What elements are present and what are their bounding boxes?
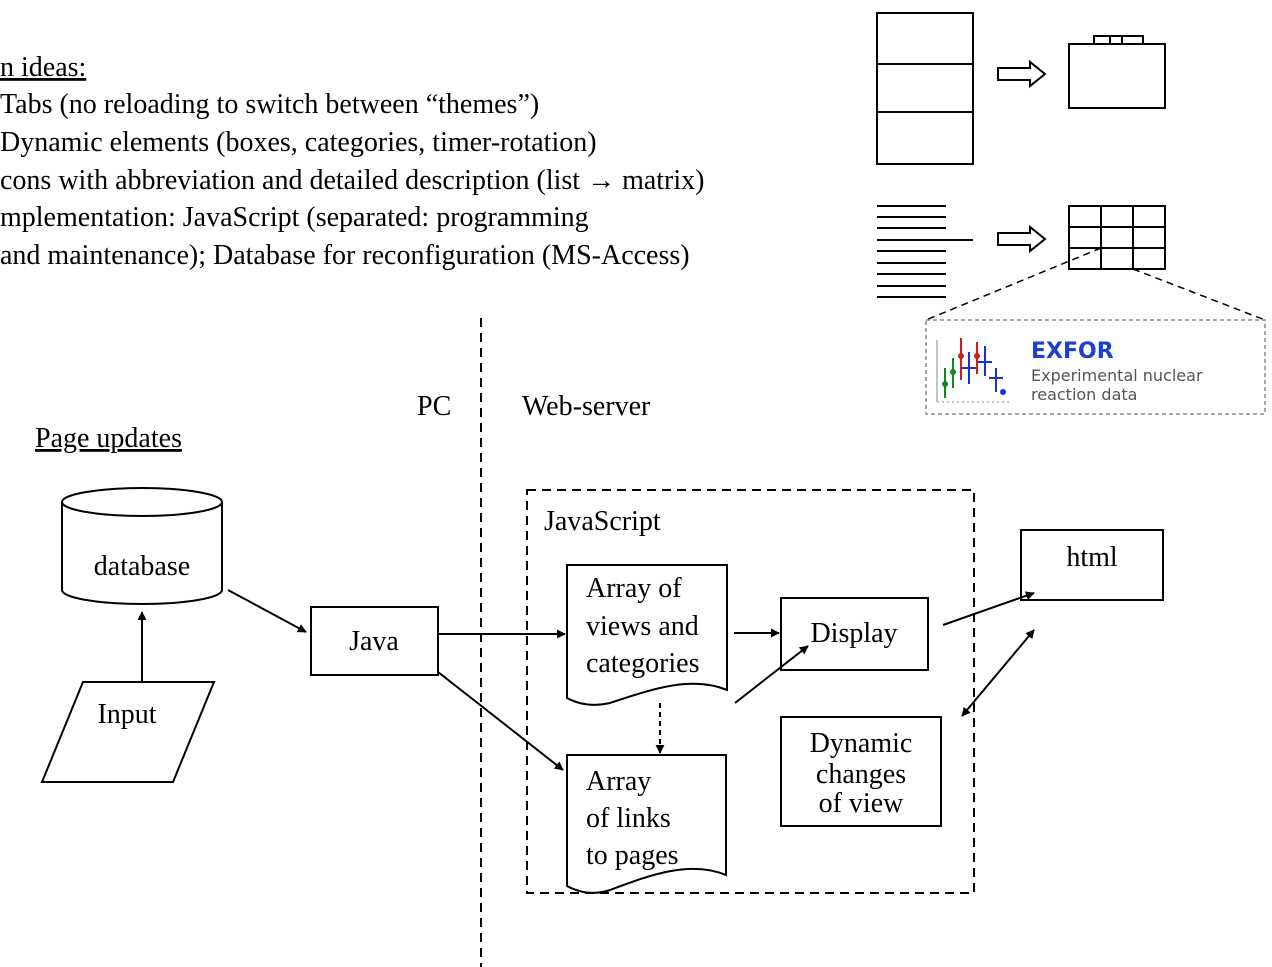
database-label: database [94,551,190,582]
idea-line: Tabs (no reloading to switch between “th… [0,89,539,120]
exfor-description: reaction data [1031,385,1137,404]
hollow-arrow-icon [997,224,1047,254]
idea-line: and maintenance); Database for reconfigu… [0,240,690,271]
input-label: Input [97,699,156,730]
zoom-line [1132,268,1266,321]
display-node: Display [780,597,929,671]
chart-thumbnail-icon [936,338,1012,403]
java-node: Java [310,606,439,676]
dynamic-line: of view [819,788,905,819]
arrow-java-to-array-links [437,671,564,771]
array-views-line: categories [586,648,700,679]
idea-line: cons with abbreviation and detailed desc… [0,165,704,196]
ideas-heading: n ideas: [0,52,86,83]
arrow-database-to-java [227,589,307,633]
html-node: html [1020,529,1164,601]
array-views-line: Array of [586,573,682,604]
arrow-display-to-html [942,591,1035,626]
arrow-array-links-to-display [734,645,809,704]
exfor-description: Experimental nuclear [1031,366,1203,385]
matrix-grid-sketch [1068,205,1166,270]
array-links-line: of links [586,803,671,834]
tabbed-folder-sketch [1068,35,1166,109]
array-links-line: Array [586,766,651,797]
array-links-node: Array of links to pages [566,754,727,894]
list-lines-sketch [877,205,973,298]
arrow-dynamic-html-bidirectional [961,629,1035,717]
javascript-label: JavaScript [544,506,661,537]
java-label: Java [349,626,399,657]
html-label: html [1066,542,1118,573]
stacked-boxes-sketch [876,12,974,165]
zone-label-web-server: Web-server [522,391,651,422]
dynamic-line: Dynamic [810,728,913,759]
array-links-line: to pages [586,840,679,871]
idea-line: Dynamic elements (boxes, categories, tim… [0,127,597,158]
zoom-line [925,247,1102,321]
exfor-icon-box: EXFOR Experimental nuclear reaction data [925,319,1266,415]
array-views-node: Array of views and categories [566,564,728,706]
input-node: Input [40,681,216,783]
display-label: Display [810,618,897,649]
dynamic-changes-node: Dynamic changes of view [780,716,942,827]
dynamic-line: changes [816,759,906,790]
array-views-line: views and [586,611,699,642]
section-title: Page updates [35,423,182,454]
zone-label-pc: PC [417,391,451,422]
hollow-arrow-icon [997,59,1047,89]
database-node: database [61,487,223,605]
exfor-title: EXFOR [1031,339,1114,364]
idea-line: mplementation: JavaScript (separated: pr… [0,202,589,233]
